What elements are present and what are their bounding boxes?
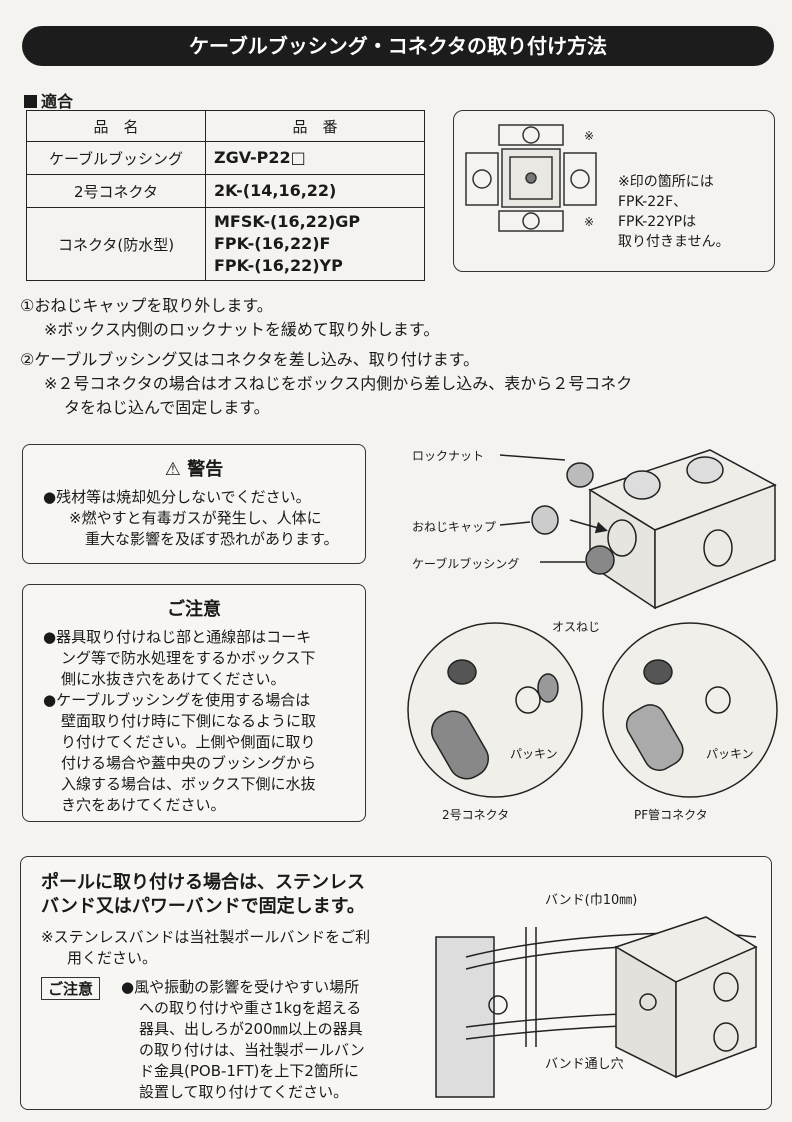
table-header-row: 品 名 品 番 — [26, 110, 425, 142]
warning-line-3: 重大な影響を及ぼす恐れがあります。 — [85, 530, 339, 548]
label-connector2: 2号コネクタ — [442, 808, 510, 822]
label-bushing: ケーブルブッシング — [412, 557, 520, 571]
label-packing-left: パッキン — [510, 747, 558, 761]
knockout-diagram-box: ※ ※ — [453, 110, 775, 272]
pole-band-illustration — [435, 916, 758, 1098]
product-number: MFSK-(16,22)GP FPK-(16,22)F FPK-(16,22)Y… — [205, 207, 425, 281]
compat-table: 品 名 品 番 ケーブルブッシング ZGV-P22□ 2号コネクタ 2K-(14… — [26, 110, 425, 281]
caution-title: ご注意 — [167, 599, 221, 620]
warning-line-1: ●残材等は焼却処分しないでください。 — [43, 488, 311, 506]
caution-line: 入線する場合は、ボックス下側に水抜 — [61, 775, 316, 793]
note-line: FPK-22YPは — [618, 214, 697, 230]
product-name: ケーブルブッシング — [26, 141, 206, 175]
step-1-note: ※ボックス内側のロックナットを緩めて取り外します。 — [44, 320, 440, 339]
caution-line: ●ケーブルブッシングを使用する場合は — [43, 691, 311, 709]
pole-caution-line: への取り付けや重さ1kgを超える — [139, 999, 362, 1017]
step-2: ②ケーブルブッシング又はコネクタを差し込み、取り付けます。 — [20, 350, 480, 369]
note-mark-top: ※ — [584, 129, 595, 143]
pole-caution-line: ド金具(POB-1FT)を上下2箇所に — [139, 1062, 359, 1080]
step-2-note: ※２号コネクタの場合はオスねじをボックス内側から差し込み、表から２号コネク — [44, 374, 633, 393]
compat-heading-text: 適合 — [41, 92, 74, 111]
pole-note-line: ※ステンレスバンドは当社製ポールバンドをご利 — [41, 928, 371, 946]
pole-caution-line: ●風や振動の影響を受けやすい場所 — [121, 978, 360, 996]
page-title: ケーブルブッシング・コネクタの取り付け方法 — [22, 26, 774, 66]
caution-box: ご注意 ●器具取り付けねじ部と通線部はコーキ ング等で防水処理をするかボックス下… — [22, 584, 366, 822]
box-top-view-icon — [465, 124, 597, 232]
pole-heading-line: バンド又はパワーバンドで固定します。 — [41, 896, 365, 917]
product-number-line: FPK-(16,22)YP — [214, 256, 343, 275]
note-line: FPK-22F、 — [618, 194, 688, 210]
compat-heading: 適合 — [24, 88, 73, 112]
pole-note-line: 用ください。 — [67, 949, 158, 967]
table-row: コネクタ(防水型) MFSK-(16,22)GP FPK-(16,22)F FP… — [26, 207, 425, 281]
pole-heading-line: ポールに取り付ける場合は、ステンレス — [41, 872, 365, 893]
caution-bullet-1: ●器具取り付けねじ部と通線部はコーキ ング等で防水処理をするかボックス下 側に水… — [43, 627, 365, 690]
note-line: 取り付きません。 — [618, 234, 730, 250]
label-band-hole: バンド通し穴 — [545, 1057, 624, 1072]
table-row: 2号コネクタ 2K-(14,16,22) — [26, 174, 425, 208]
table-row: ケーブルブッシング ZGV-P22□ — [26, 141, 425, 175]
product-number-line: FPK-(16,22)F — [214, 234, 331, 253]
label-packing-right: パッキン — [706, 747, 754, 761]
pole-caution-line: 器具、出しろが200㎜以上の器具 — [139, 1020, 363, 1038]
warning-line-2: ※燃やすと有毒ガスが発生し、人体に — [69, 509, 322, 527]
col-number-header: 品 番 — [205, 110, 425, 142]
warning-box: ⚠ 警告 ●残材等は焼却処分しないでください。 ※燃やすと有毒ガスが発生し、人体… — [22, 444, 366, 564]
label-pf-connector: PF管コネクタ — [634, 808, 708, 822]
caution-line: 壁面取り付け時に下側になるように取 — [61, 712, 317, 730]
caution-line: り付けてください。上側や側面に取り — [61, 733, 316, 751]
pole-caution-label: ご注意 — [41, 977, 101, 1000]
product-name: 2号コネクタ — [26, 174, 206, 208]
col-name-header: 品 名 — [26, 110, 206, 142]
caution-line: ●器具取り付けねじ部と通線部はコーキ — [43, 628, 312, 646]
caution-line: き穴をあけてください。 — [61, 796, 226, 814]
note-mark-bottom: ※ — [584, 215, 595, 229]
caution-line: ング等で防水処理をするかボックス下 — [61, 649, 316, 667]
step-1: ①おねじキャップを取り外します。 — [20, 296, 273, 315]
warning-title: ⚠ 警告 — [23, 455, 365, 481]
diagram-note: ※印の箇所には FPK-22F、 FPK-22YPは 取り付きません。 — [618, 172, 730, 252]
product-number: ZGV-P22□ — [205, 141, 425, 175]
label-male-thread: オスねじ — [552, 620, 601, 634]
label-lock-nut: ロックナット — [412, 449, 485, 463]
pole-caution-text: ●風や振動の影響を受けやすい場所 への取り付けや重さ1kgを超える 器具、出しろ… — [121, 977, 365, 1103]
caution-line: 側に水抜き穴をあけてください。 — [61, 670, 286, 688]
warning-triangle-icon: ⚠ — [164, 459, 181, 480]
step-2-note-cont: タをねじ込んで固定します。 — [64, 398, 270, 417]
product-number: 2K-(14,16,22) — [205, 174, 425, 208]
note-line: ※印の箇所には — [618, 174, 714, 190]
pole-mount-box: ポールに取り付ける場合は、ステンレス バンド又はパワーバンドで固定します。 ※ス… — [20, 856, 772, 1110]
pole-caution-line: 設置して取り付けてください。 — [139, 1083, 349, 1101]
caution-line: 付ける場合や蓋中央のブッシングから — [61, 754, 317, 772]
connector-detail-illustration — [407, 622, 778, 798]
pole-note: ※ステンレスバンドは当社製ポールバンドをご利 用ください。 — [41, 927, 370, 969]
label-male-cap: おねじキャップ — [412, 520, 497, 534]
product-name: コネクタ(防水型) — [26, 207, 206, 281]
product-number-line: MFSK-(16,22)GP — [214, 212, 361, 231]
label-band: バンド(巾10㎜) — [545, 893, 638, 908]
pole-heading: ポールに取り付ける場合は、ステンレス バンド又はパワーバンドで固定します。 — [41, 871, 365, 919]
square-bullet-icon — [24, 95, 37, 108]
caution-bullet-2: ●ケーブルブッシングを使用する場合は 壁面取り付け時に下側になるように取 り付け… — [43, 690, 365, 816]
junction-box-illustration — [499, 449, 777, 610]
pole-caution-line: の取り付けは、当社製ポールバン — [139, 1041, 365, 1059]
warning-title-text: 警告 — [187, 459, 224, 480]
